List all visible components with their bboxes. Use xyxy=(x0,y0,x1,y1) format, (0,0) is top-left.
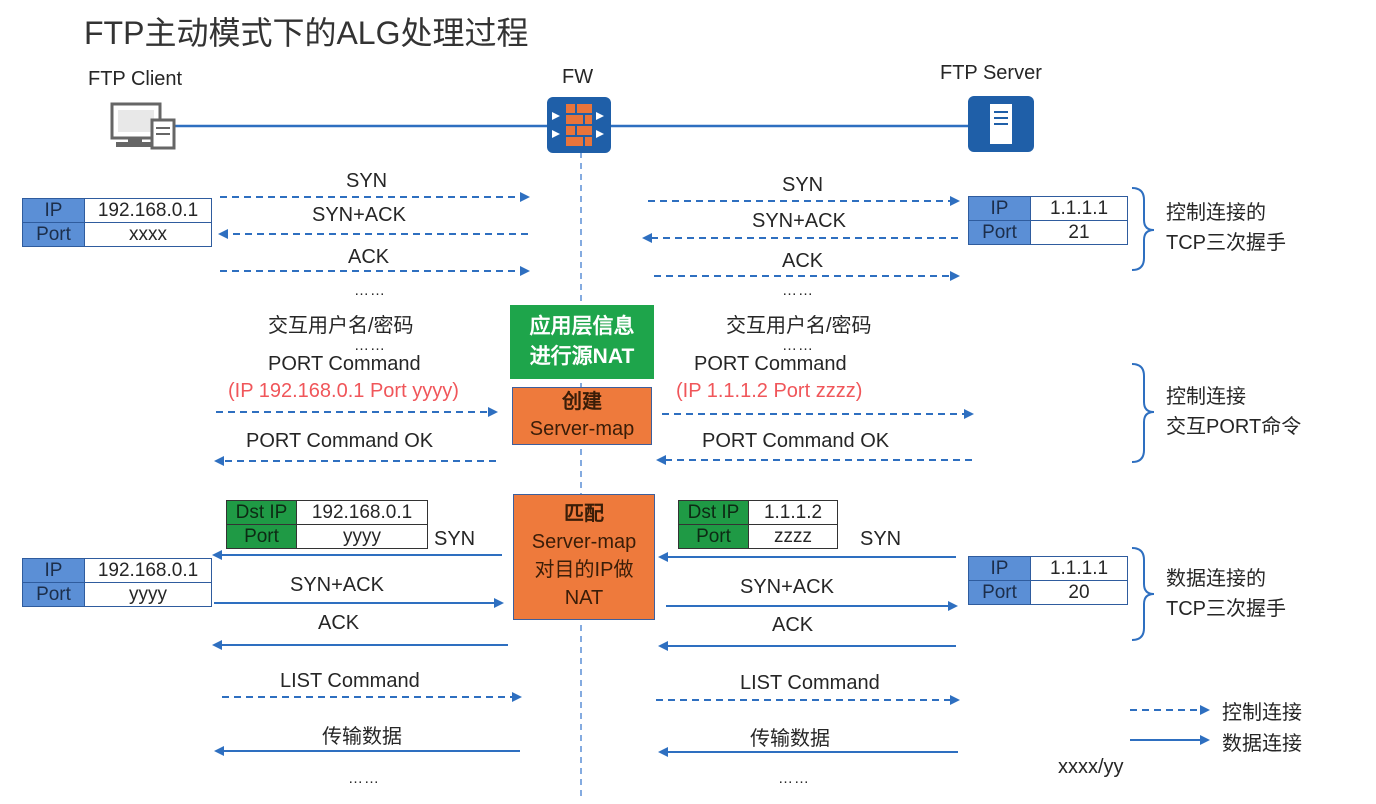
ip-value: 1.1.1.1 xyxy=(1031,197,1127,221)
right-dots-3: …… xyxy=(778,770,810,787)
bracket-line: 控制连接 xyxy=(1166,386,1246,408)
port-key: Port xyxy=(969,221,1031,244)
left-dots-2: …… xyxy=(354,337,386,354)
computer-icon xyxy=(110,102,176,150)
match-servermap-box: 匹配 Server-map 对目的IP做 NAT xyxy=(513,494,655,620)
right-data-syn-label: SYN xyxy=(860,528,902,550)
port-key: Port xyxy=(23,223,85,246)
left-syn-label: SYN xyxy=(346,170,388,192)
right-port-detail-label: (IP 1.1.1.2 Port zzzz) xyxy=(676,380,863,402)
ip-value: 1.1.1.1 xyxy=(1031,557,1127,581)
bracket-line: 控制连接的 xyxy=(1166,202,1266,224)
right-dots-2: …… xyxy=(782,337,814,354)
left-port-detail-label: (IP 192.168.0.1 Port yyyy) xyxy=(228,380,459,402)
left-data-syn-label: SYN xyxy=(434,528,476,550)
left-transfer-label: 传输数据 xyxy=(322,726,402,748)
right-data-synack-label: SYN+ACK xyxy=(740,576,834,598)
create-servermap-box: 创建 Server-map xyxy=(512,387,652,445)
left-ack-label: ACK xyxy=(348,246,390,268)
left-data-ack-label: ACK xyxy=(318,612,360,634)
page-title: FTP主动模式下的ALG处理过程 xyxy=(84,15,529,51)
right-data-ack-label: ACK xyxy=(772,614,814,636)
right-synack-label: SYN+ACK xyxy=(752,210,846,232)
dst-ip-key: Dst IP xyxy=(679,501,749,525)
port-key: Port xyxy=(679,525,749,548)
match-line4: NAT xyxy=(564,587,604,609)
right-syn-label: SYN xyxy=(782,174,824,196)
firewall-icon xyxy=(547,97,611,153)
right-ack-label: ACK xyxy=(782,250,824,272)
left-dots-1: …… xyxy=(354,282,386,299)
server-icon xyxy=(968,96,1034,152)
port-value: 21 xyxy=(1068,222,1090,243)
ip-key: IP xyxy=(969,197,1031,221)
port-value: zzzz xyxy=(774,526,812,547)
bracket-handshake-data-label: 数据连接的 TCP三次握手 xyxy=(1166,564,1286,624)
right-port-cmd-label: PORT Command xyxy=(694,353,847,375)
fw-label: FW xyxy=(562,66,594,88)
dst-ip-value: 1.1.1.2 xyxy=(749,501,837,525)
left-dots-3: …… xyxy=(348,770,380,787)
left-list-label: LIST Command xyxy=(280,670,420,692)
port-value: 20 xyxy=(1068,582,1090,603)
port-key: Port xyxy=(969,581,1031,604)
bracket-handshake-ctrl-label: 控制连接的 TCP三次握手 xyxy=(1166,198,1286,258)
match-line1: 匹配 xyxy=(564,503,604,525)
ip-value: 192.168.0.1 xyxy=(85,559,211,583)
port-value: xxxx xyxy=(129,224,167,245)
server-data-box: IP 1.1.1.1 Port 20 xyxy=(968,556,1128,605)
brace-handshake-data xyxy=(1131,547,1155,641)
source-nat-box: 应用层信息 进行源NAT xyxy=(510,305,654,379)
ip-key: IP xyxy=(23,559,85,583)
legend-control-label: 控制连接 xyxy=(1222,702,1302,724)
source-nat-line1: 应用层信息 xyxy=(529,315,635,338)
brace-handshake-ctrl xyxy=(1131,187,1155,271)
bracket-line: TCP三次握手 xyxy=(1166,232,1286,254)
source-nat-line2: 进行源NAT xyxy=(529,345,635,368)
left-port-ok-label: PORT Command OK xyxy=(246,430,434,452)
ip-value: 192.168.0.1 xyxy=(85,199,211,223)
bracket-port-exchange-label: 控制连接 交互PORT命令 xyxy=(1166,382,1301,442)
port-key: Port xyxy=(227,525,297,548)
match-line3: 对目的IP做 xyxy=(534,559,634,581)
ip-key: IP xyxy=(23,199,85,223)
server-ctrl-box: IP 1.1.1.1 Port 21 xyxy=(968,196,1128,245)
bracket-line: 数据连接的 xyxy=(1166,568,1266,590)
dst-ip-value: 192.168.0.1 xyxy=(297,501,427,525)
match-line2: Server-map xyxy=(531,531,637,553)
brace-port-exchange xyxy=(1131,363,1155,463)
legend-data-label: 数据连接 xyxy=(1222,733,1302,755)
right-transfer-label: 传输数据 xyxy=(750,728,830,750)
client-data-box: IP 192.168.0.1 Port yyyy xyxy=(22,558,212,607)
legend-note: xxxx/yy xyxy=(1058,756,1124,778)
create-line1: 创建 xyxy=(562,391,602,413)
client-ctrl-box: IP 192.168.0.1 Port xxxx xyxy=(22,198,212,247)
left-port-cmd-label: PORT Command xyxy=(268,353,421,375)
right-dst-box: Dst IP 1.1.1.2 Port zzzz xyxy=(678,500,838,549)
right-port-ok-label: PORT Command OK xyxy=(702,430,890,452)
port-value: yyyy xyxy=(129,584,167,605)
port-value: yyyy xyxy=(343,526,381,547)
dst-ip-key: Dst IP xyxy=(227,501,297,525)
right-list-label: LIST Command xyxy=(740,672,880,694)
right-login-label: 交互用户名/密码 xyxy=(726,315,872,337)
bracket-line: TCP三次握手 xyxy=(1166,598,1286,620)
bracket-line: 交互PORT命令 xyxy=(1166,416,1302,438)
left-dst-box: Dst IP 192.168.0.1 Port yyyy xyxy=(226,500,428,549)
create-line2: Server-map xyxy=(529,418,635,440)
left-login-label: 交互用户名/密码 xyxy=(268,315,414,337)
port-key: Port xyxy=(23,583,85,606)
server-label: FTP Server xyxy=(940,62,1042,84)
left-data-synack-label: SYN+ACK xyxy=(290,574,384,596)
right-dots-1: …… xyxy=(782,282,814,299)
ip-key: IP xyxy=(969,557,1031,581)
left-synack-label: SYN+ACK xyxy=(312,204,406,226)
client-label: FTP Client xyxy=(88,68,183,90)
